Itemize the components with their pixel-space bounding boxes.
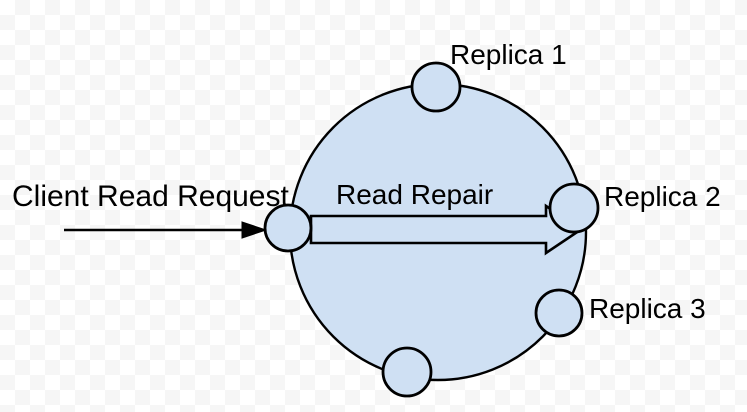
client-read-request-arrow — [64, 221, 268, 239]
replica-2-node[interactable] — [548, 182, 600, 234]
replica-3-node[interactable] — [534, 288, 584, 338]
client-read-request-label: Client Read Request — [12, 180, 289, 213]
replica-1-node[interactable] — [410, 61, 462, 113]
coordinator-node[interactable] — [263, 203, 313, 253]
unlabeled-node-bottom[interactable] — [381, 346, 433, 398]
replica-3-label: Replica 3 — [589, 293, 706, 324]
read-repair-label: Read Repair — [336, 179, 494, 210]
replica-2-label: Replica 2 — [604, 181, 721, 212]
replica-1-label: Replica 1 — [450, 39, 567, 70]
read-repair-arrow — [309, 203, 584, 256]
